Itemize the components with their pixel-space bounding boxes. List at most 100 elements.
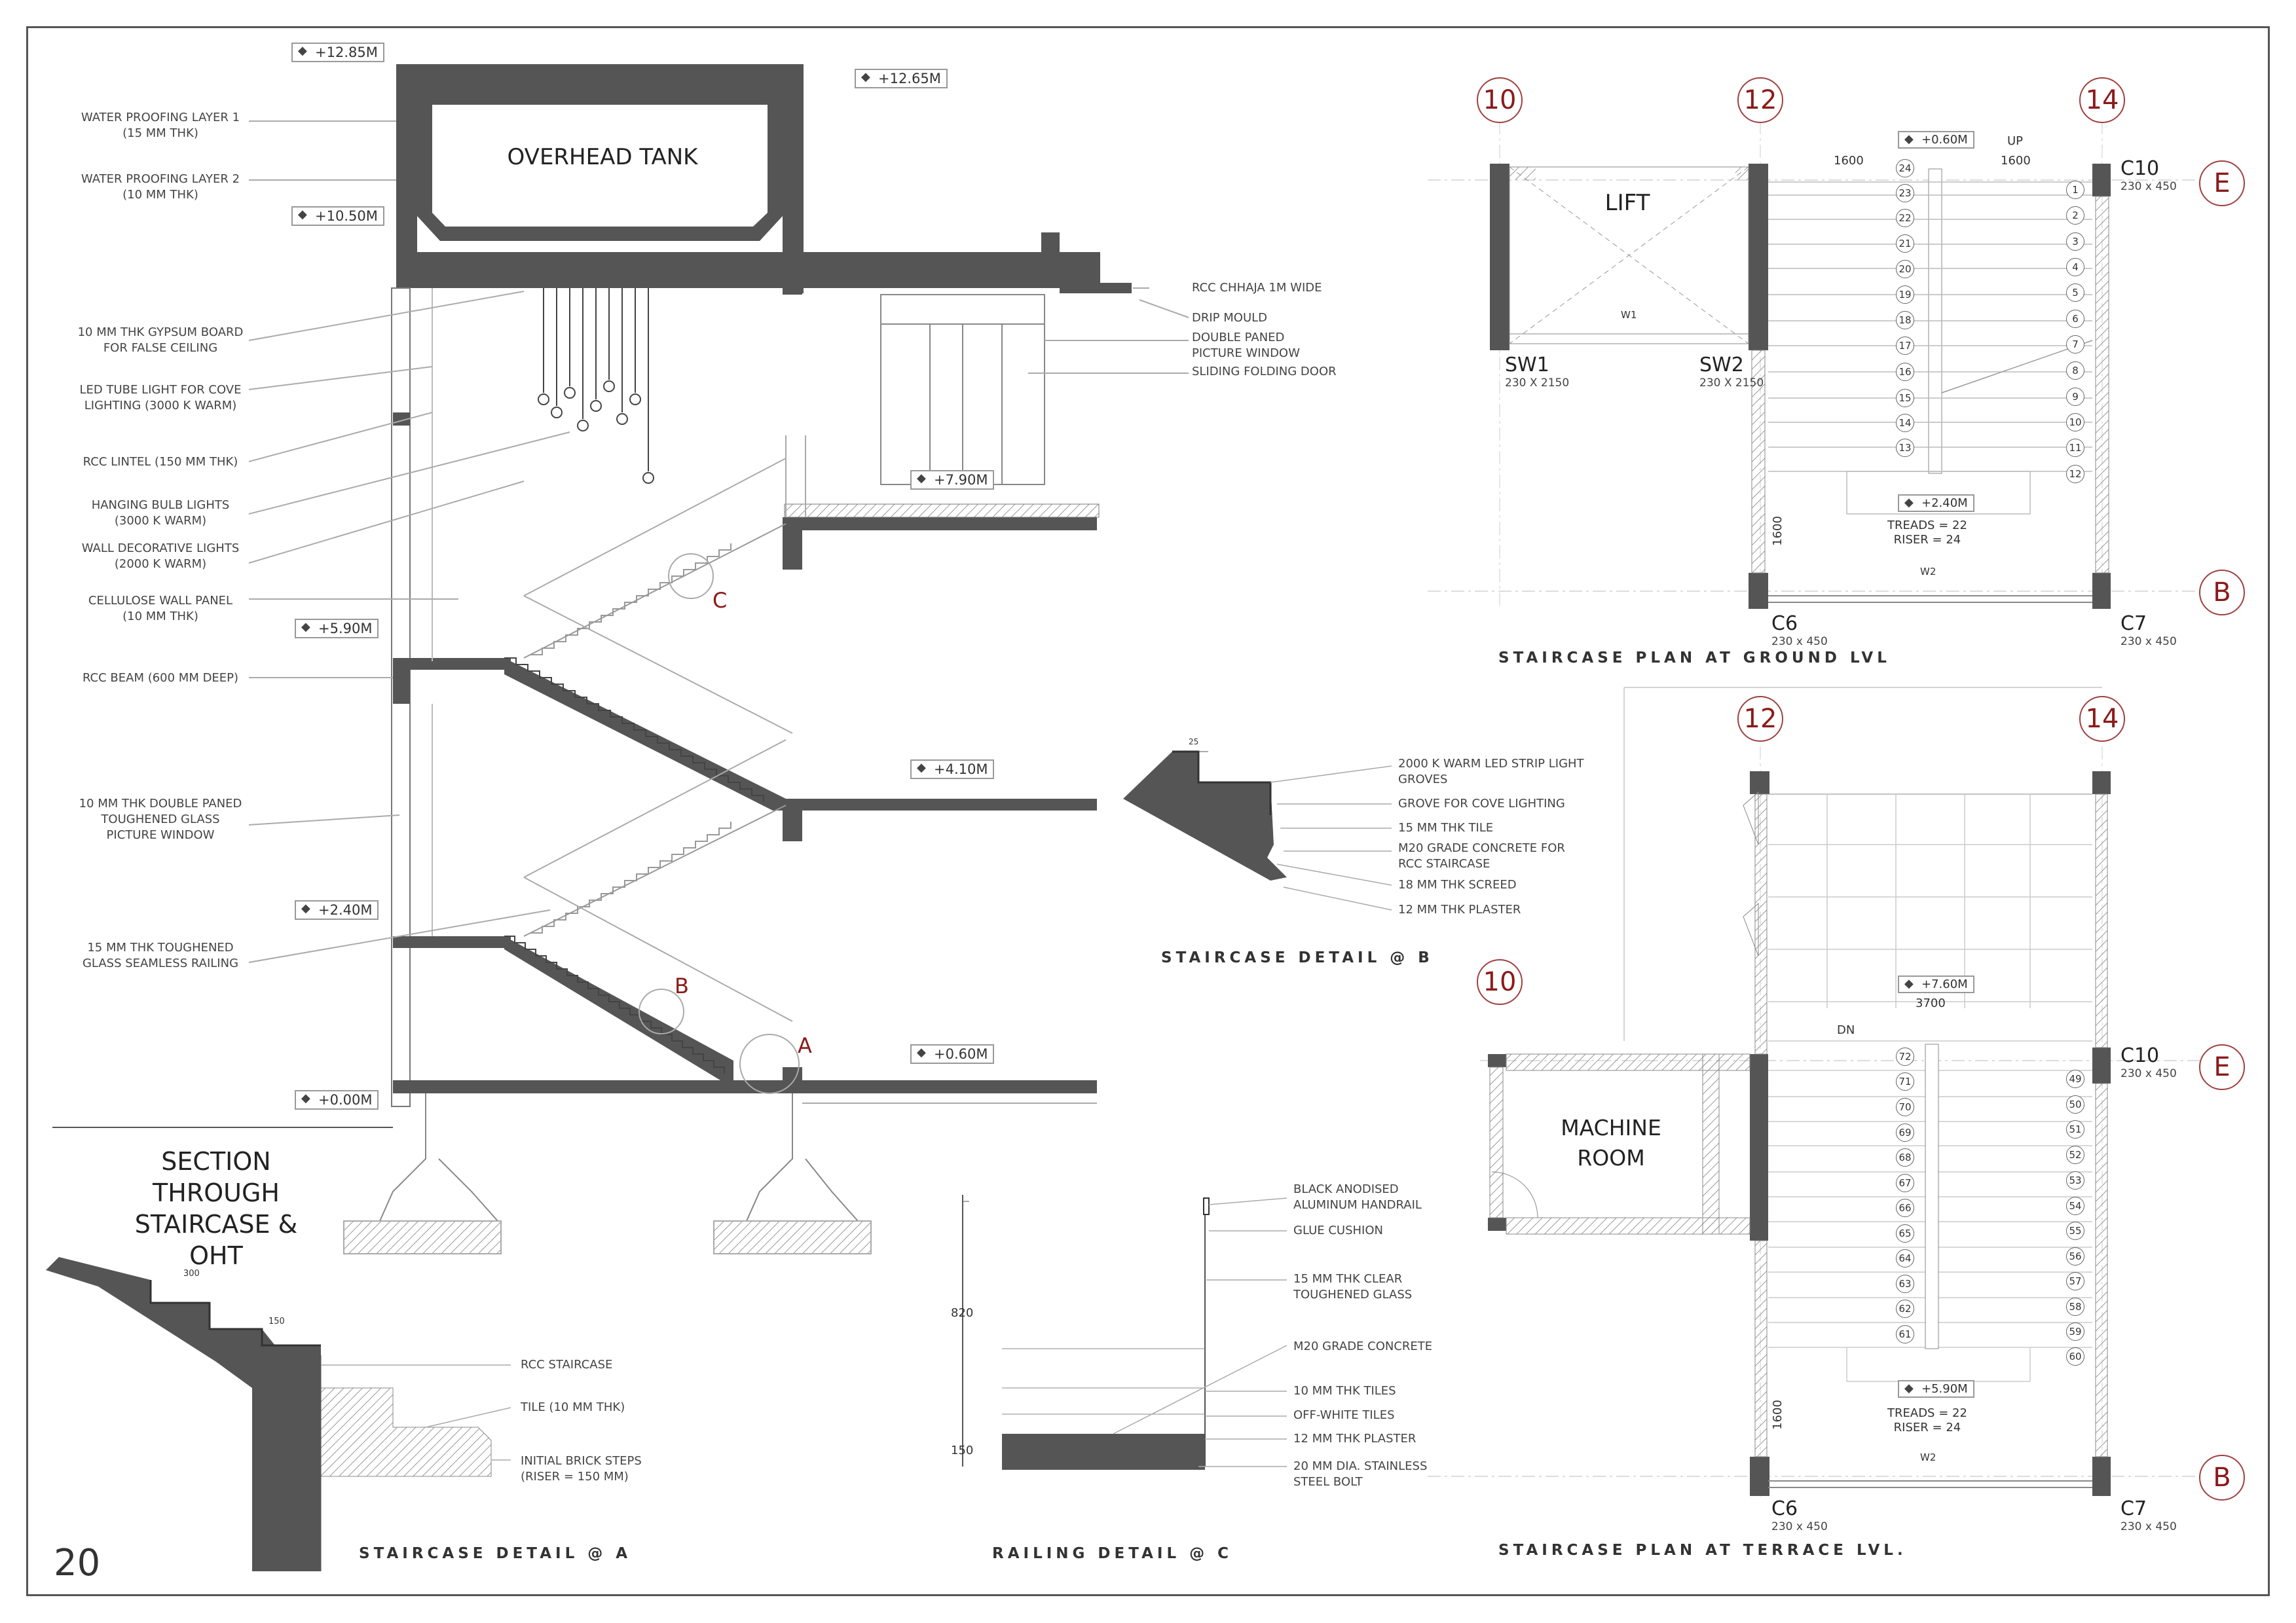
stair-dn-label: DN <box>1837 1023 1855 1037</box>
step-number: 23 <box>1896 184 1914 202</box>
step-number: 13 <box>1896 439 1914 457</box>
step-number: 5 <box>2066 283 2084 302</box>
grid-bubble: 14 <box>2079 77 2125 123</box>
dimension: 3700 <box>1916 996 1946 1010</box>
step-number: 67 <box>1896 1174 1914 1192</box>
level-tag: +5.90M <box>1898 1380 1974 1398</box>
step-number: 60 <box>2066 1347 2084 1366</box>
level-tag: +7.60M <box>1898 976 1974 993</box>
section-steps <box>52 120 1189 1254</box>
dimension: 1600 <box>1770 1400 1785 1430</box>
detail-a-dim: 150 <box>268 1317 285 1326</box>
detail-a-drawing <box>46 1257 511 1571</box>
step-number: 56 <box>2066 1247 2084 1266</box>
section-note: CELLULOSE WALL PANEL (10 MM THK) <box>88 594 233 623</box>
window-tag: W2 <box>1920 566 1936 577</box>
level-tag: +0.00M <box>295 1090 379 1110</box>
step-number: 20 <box>1896 260 1914 278</box>
detail-c-drawing <box>962 1195 1287 1470</box>
step-number: 58 <box>2066 1298 2084 1316</box>
treads-riser-note: TREADS = 22 RISER = 24 <box>1887 519 1967 547</box>
detail-c-caption: RAILING DETAIL @ C <box>992 1545 1233 1562</box>
detail-b-dim: 25 <box>1189 737 1199 746</box>
step-number: 19 <box>1896 285 1914 304</box>
level-tag: +12.85M <box>291 43 384 62</box>
detail-c-note: OFF-WHITE TILES <box>1293 1408 1395 1422</box>
step-number: 9 <box>2066 388 2084 406</box>
step-number: 18 <box>1896 311 1914 329</box>
step-number: 6 <box>2066 310 2084 328</box>
terrace-grid <box>1768 794 2092 1382</box>
step-number: 54 <box>2066 1197 2084 1215</box>
step-number: 1 <box>2066 181 2084 199</box>
section-note: RCC LINTEL (150 MM THK) <box>83 455 238 469</box>
level-tag: +2.40M <box>295 900 379 920</box>
step-number: 57 <box>2066 1272 2084 1290</box>
plan-terrace-caption: STAIRCASE PLAN AT TERRACE LVL. <box>1498 1542 1907 1559</box>
step-number: 17 <box>1896 337 1914 355</box>
ground-treads <box>1768 181 2093 515</box>
step-number: 62 <box>1896 1300 1914 1318</box>
section-note: HANGING BULB LIGHTS (3000 K WARM) <box>91 498 230 528</box>
step-number: 64 <box>1896 1249 1914 1267</box>
treads-riser-note: TREADS = 22 RISER = 24 <box>1887 1406 1967 1434</box>
step-number: 51 <box>2066 1120 2084 1139</box>
step-number: 55 <box>2066 1222 2084 1240</box>
detail-c-dim: 150 <box>951 1444 974 1457</box>
level-tag: +4.10M <box>910 759 995 779</box>
plan-terrace-drawing <box>1428 687 2204 1499</box>
drawing-sheet-border <box>26 26 2270 1596</box>
step-number: 61 <box>1896 1325 1914 1343</box>
step-number: 22 <box>1896 209 1914 227</box>
section-note: 10 MM THK DOUBLE PANED TOUGHENED GLASS P… <box>79 797 242 842</box>
step-number: 4 <box>2066 258 2084 276</box>
grid-bubble: 10 <box>1477 959 1523 1005</box>
grid-bubble: 10 <box>1477 77 1523 123</box>
detail-c-note: 20 MM DIA. STAINLESS STEEL BOLT <box>1293 1459 1428 1489</box>
detail-c-note: M20 GRADE CONCRETE <box>1293 1340 1433 1353</box>
section-note: RCC BEAM (600 MM DEEP) <box>82 671 239 685</box>
level-tag: +0.60M <box>1898 131 1974 149</box>
dimension: 1600 <box>2001 154 2031 168</box>
detail-b-note: 2000 K WARM LED STRIP LIGHT GROVES <box>1398 757 1584 786</box>
level-tag: +12.65M <box>855 69 948 88</box>
detail-c-note: 12 MM THK PLASTER <box>1293 1432 1416 1446</box>
step-number: 65 <box>1896 1224 1914 1243</box>
step-number: 66 <box>1896 1199 1914 1217</box>
step-number: 12 <box>2066 465 2084 483</box>
step-number: 50 <box>2066 1095 2084 1114</box>
detail-c-note: GLUE CUSHION <box>1293 1224 1383 1237</box>
level-tag: +5.90M <box>295 619 379 638</box>
step-number: 8 <box>2066 361 2084 380</box>
detail-marker-a: A <box>798 1033 812 1058</box>
step-number: 10 <box>2066 413 2084 431</box>
lift-label: LIFT <box>1604 190 1650 216</box>
detail-marker-b: B <box>675 974 689 998</box>
grid-bubble: E <box>2199 1044 2245 1090</box>
plan-ground-drawing <box>1428 121 2204 609</box>
detail-c-note: BLACK ANODISED ALUMINUM HANDRAIL <box>1293 1182 1422 1212</box>
detail-b-caption: STAIRCASE DETAIL @ B <box>1161 949 1434 966</box>
step-number: 14 <box>1896 414 1914 432</box>
level-tag: +0.60M <box>910 1044 995 1064</box>
detail-b-note: GROVE FOR COVE LIGHTING <box>1398 797 1565 811</box>
step-number: 72 <box>1896 1048 1914 1066</box>
section-note: WATER PROOFING LAYER 1 (15 MM THK) <box>81 111 240 140</box>
section-note: 10 MM THK GYPSUM BOARD FOR FALSE CEILING <box>77 325 244 355</box>
section-note-right: RCC CHHAJA 1M WIDE <box>1192 281 1322 295</box>
grid-bubble: B <box>2199 570 2245 615</box>
window-tag: W1 <box>1621 309 1637 321</box>
detail-a-dim: 300 <box>183 1269 200 1279</box>
detail-a-note: RCC STAIRCASE <box>521 1358 613 1372</box>
detail-b-note: 18 MM THK SCREED <box>1398 878 1517 892</box>
step-number: 7 <box>2066 335 2084 354</box>
step-number: 3 <box>2066 232 2084 251</box>
detail-b-note: 12 MM THK PLASTER <box>1398 903 1521 917</box>
dimension: 1600 <box>1770 516 1785 546</box>
